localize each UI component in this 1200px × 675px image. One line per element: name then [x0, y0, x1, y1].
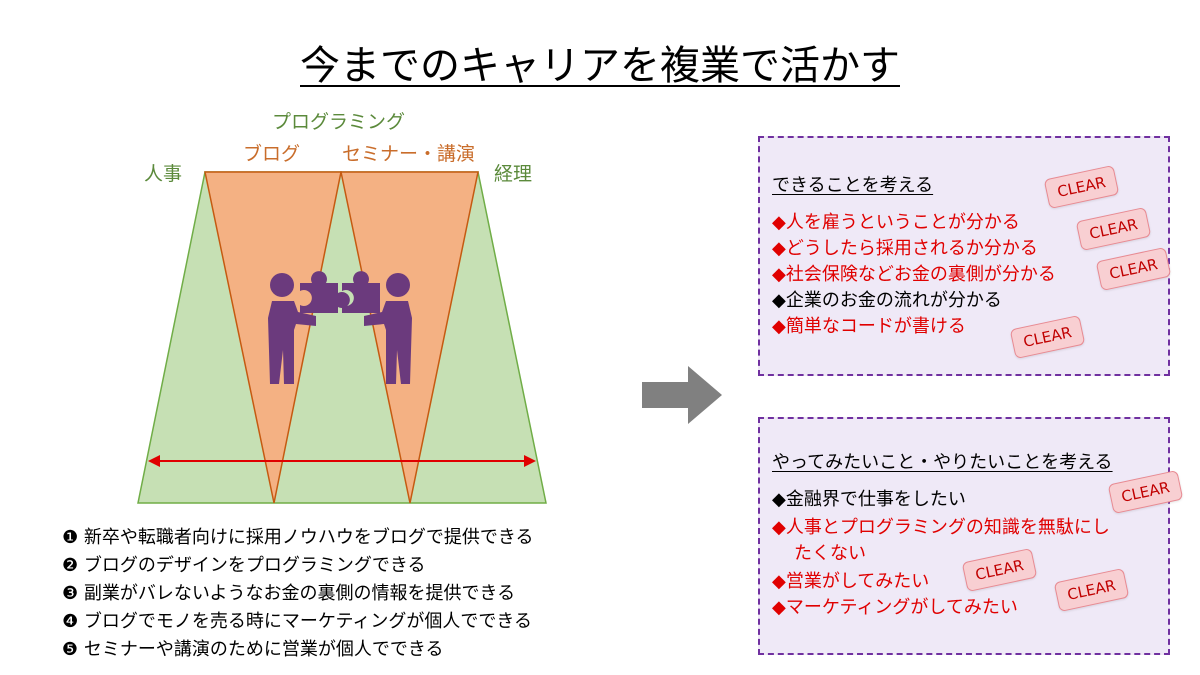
list-item: ◆マーケティングがしてみたい [772, 597, 1018, 618]
puzzle-collaboration-icon [268, 271, 412, 384]
right-arrow-icon [642, 366, 722, 424]
list-item: ❶ 新卒や転職者向けに採用ノウハウをブログで提供できる [62, 527, 534, 548]
list-item: ❹ ブログでモノを売る時にマーケティングが個人でできる [62, 611, 533, 632]
list-item: ◆営業がしてみたい [772, 571, 930, 592]
list-item: たくない [794, 543, 866, 564]
span-arrowhead-left [148, 455, 160, 467]
page-title: 今までのキャリアを複業で活かす [300, 43, 900, 89]
span-arrowhead-right [524, 455, 536, 467]
label-programming: プログラミング [272, 111, 406, 133]
can-do-panel: できることを考える ◆人を雇うということが分かる ◆どうしたら採用されるか分かる… [758, 136, 1172, 376]
list-item: ◆金融界で仕事をしたい [772, 489, 966, 510]
green-trapezoid [137, 171, 547, 504]
list-item: ◆人を雇うということが分かる [772, 212, 1020, 233]
steps-list: ❶ 新卒や転職者向けに採用ノウハウをブログで提供できる ❷ ブログのデザインをプ… [62, 524, 662, 664]
list-item: ◆社会保険などお金の裏側が分かる [772, 264, 1056, 285]
label-blog: ブログ [243, 143, 301, 165]
list-item: ❷ ブログのデザインをプログラミングできる [62, 555, 426, 576]
clear-badge: CLEAR [1009, 314, 1086, 360]
list-item: ❸ 副業がバレないようなお金の裏側の情報を提供できる [62, 583, 516, 604]
clear-badge: CLEAR [1095, 246, 1172, 292]
want-to-do-panel: やってみたいこと・やりたいことを考える ◆金融界で仕事をしたい ◆人事とプログラ… [758, 417, 1184, 655]
panel-heading: やってみたいこと・やりたいことを考える [772, 452, 1113, 473]
list-item: ❺ セミナーや講演のために営業が個人でできる [62, 639, 444, 660]
list-item: ◆企業のお金の流れが分かる [772, 290, 1002, 311]
label-seminar: セミナー・講演 [342, 143, 476, 165]
clear-badge: CLEAR [1053, 567, 1130, 613]
list-item: ◆人事とプログラミングの知識を無駄にし [772, 517, 1110, 538]
clear-badge: CLEAR [1075, 206, 1152, 252]
list-item: ◆どうしたら採用されるか分かる [772, 238, 1038, 259]
clear-badge: CLEAR [1107, 469, 1184, 515]
clear-badge: CLEAR [1043, 164, 1120, 210]
career-diagram [137, 171, 547, 504]
clear-badge: CLEAR [961, 547, 1038, 593]
list-item: ◆簡単なコードが書ける [772, 316, 966, 337]
label-accounting: 経理 [494, 163, 533, 185]
label-hr: 人事 [144, 163, 183, 185]
panel-heading: できることを考える [772, 175, 934, 196]
